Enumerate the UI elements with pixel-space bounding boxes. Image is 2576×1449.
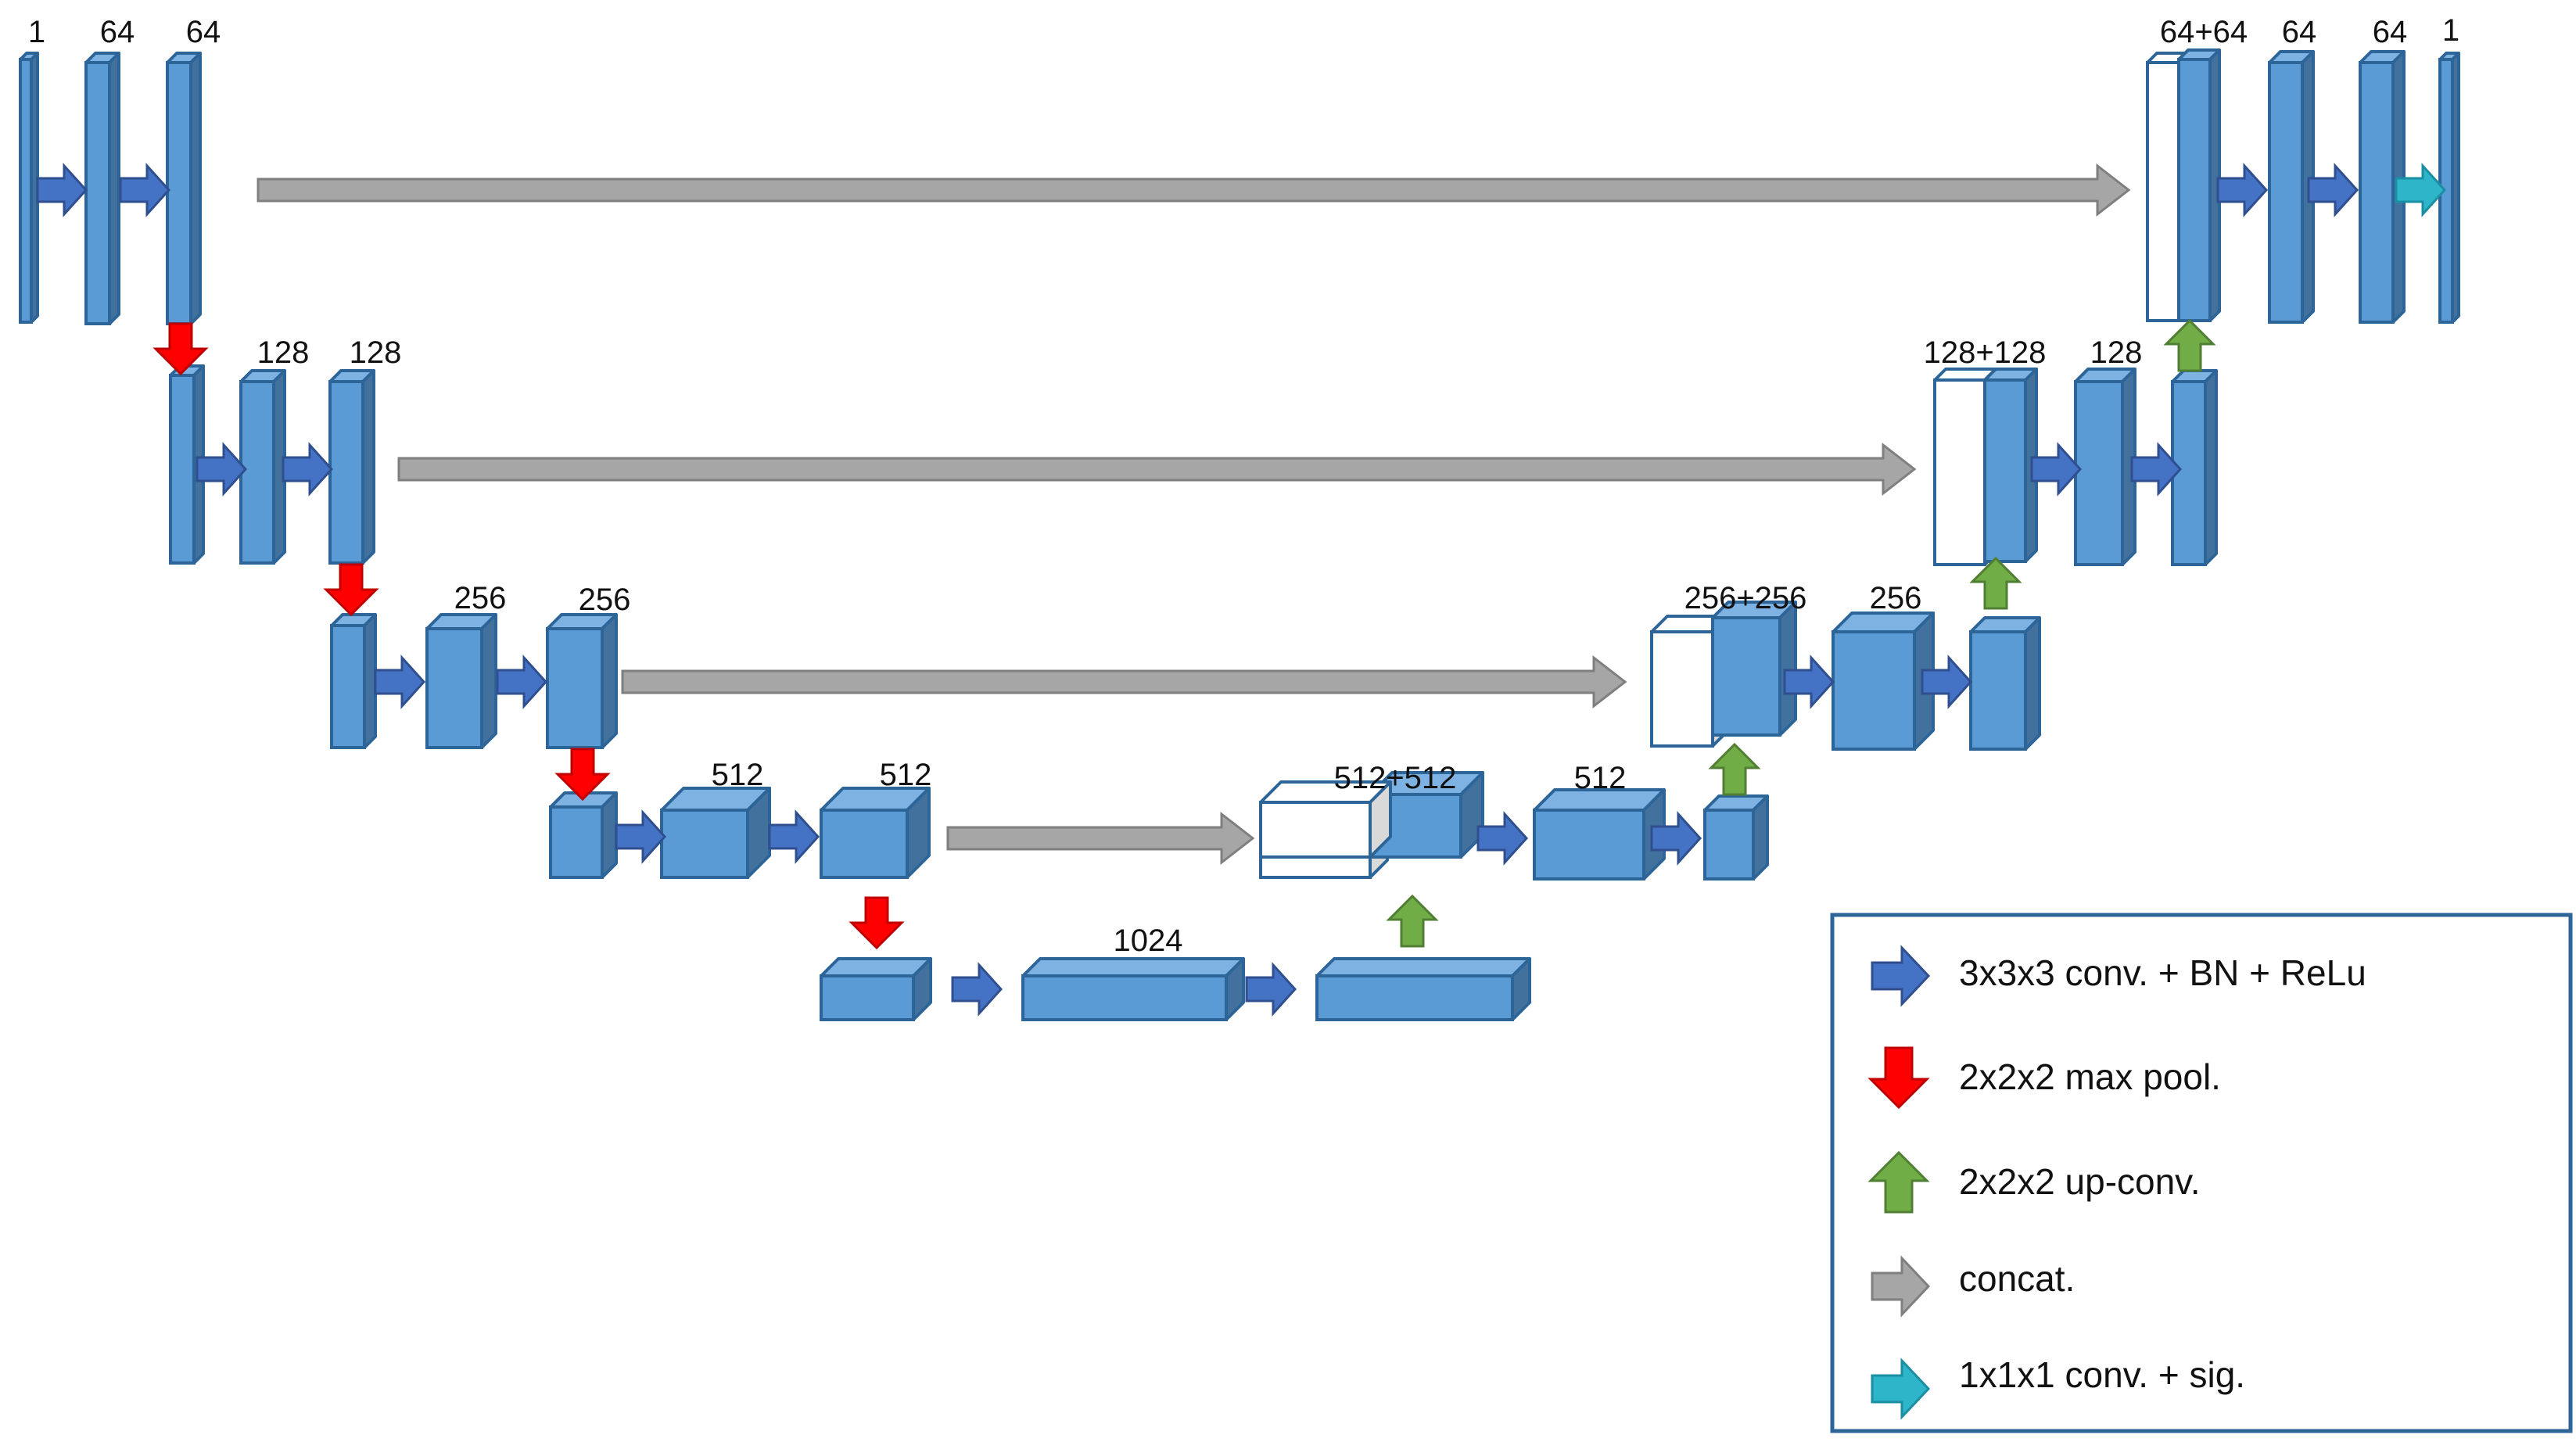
block-dec1-conv2 (2359, 50, 2406, 324)
conv-arrow-dec1-2 (2307, 163, 2359, 217)
concat-arrow-2 (397, 442, 1917, 497)
concat-arrow-3 (621, 655, 1627, 709)
label-enc4-a: 512 (712, 758, 764, 792)
block-enc4-conv1 (660, 787, 771, 879)
label-bottleneck: 1024 (1114, 924, 1183, 958)
label-dec2-cat: 128+128 (1924, 335, 2047, 370)
feature-blocks (19, 48, 2460, 1021)
block-dec2-conv2 (2171, 369, 2218, 566)
legend-item-concat: concat. (1959, 1258, 2075, 1299)
conv-arrow-dec2-1 (2030, 442, 2083, 497)
conv-arrow-dec3-1 (1783, 655, 1835, 709)
label-dec3-cat: 256+256 (1684, 581, 1807, 615)
block-enc3-pool (330, 613, 377, 749)
label-dec4-a: 512 (1574, 761, 1627, 795)
block-dec3-conv1 (1832, 612, 1935, 751)
conv-arrow-enc4-2 (768, 809, 820, 864)
final-conv-arrow-icon (1871, 1358, 1931, 1420)
block-enc1-conv1 (84, 52, 120, 325)
concat-arrow-1 (257, 163, 2131, 217)
upconv-arrow-4 (1386, 894, 1439, 948)
label-enc2-b: 128 (350, 335, 402, 370)
legend-item-final-conv: 1x1x1 conv. + sig. (1959, 1354, 2245, 1395)
legend-item-upconv: 2x2x2 up-conv. (1959, 1161, 2201, 1202)
conv-arrow-enc2-1 (196, 442, 248, 497)
upconv-arrow-icon (1867, 1150, 1930, 1214)
label-output: 1 (2442, 13, 2459, 48)
block-dec4-cat-hollow (1259, 780, 1392, 859)
conv-arrow-dec1-1 (2216, 163, 2269, 217)
conv-arrow-dec4-1 (1476, 811, 1529, 866)
label-enc1-in: 1 (28, 15, 45, 49)
legend-item-maxpool: 2x2x2 max pool. (1959, 1056, 2221, 1097)
maxpool-arrow-2 (323, 563, 379, 617)
maxpool-arrow-1 (152, 322, 209, 376)
conv-arrow-bn-1 (951, 962, 1003, 1017)
block-dec3-up (1711, 601, 1797, 737)
label-dec3-a: 256 (1870, 581, 1922, 615)
concat-arrow-4 (946, 811, 1255, 866)
label-dec1-cat: 64+64 (2160, 15, 2248, 49)
upconv-arrow-1 (2163, 318, 2216, 372)
label-enc2-a: 128 (257, 335, 310, 370)
concat-arrow-icon (1871, 1255, 1931, 1318)
block-enc1-input (19, 52, 39, 324)
legend: 3x3x3 conv. + BN + ReLu 2x2x2 max pool. … (1830, 913, 2573, 1433)
maxpool-arrow-icon (1867, 1046, 1930, 1110)
legend-icons (1867, 945, 1931, 1420)
final-conv-arrow (2395, 163, 2447, 217)
label-enc1-b: 64 (186, 15, 221, 49)
label-enc3-b: 256 (579, 583, 631, 617)
block-dec1-up (2177, 48, 2221, 322)
label-dec1-b: 64 (2373, 15, 2408, 49)
conv-arrow-enc4-1 (615, 809, 667, 864)
block-dec4-conv2 (1703, 794, 1769, 881)
channel-labels: 1 64 64 128 128 256 256 512 512 1024 512… (28, 13, 2459, 958)
label-dec2-a: 128 (2090, 335, 2143, 370)
conv-arrow-enc2-2 (282, 442, 334, 497)
block-output (2438, 52, 2460, 324)
label-enc3-a: 256 (454, 581, 507, 615)
block-enc3-conv2 (546, 613, 618, 749)
concat-arrows (257, 163, 2131, 866)
conv-arrow-enc3-1 (374, 655, 426, 709)
maxpool-arrow-3 (554, 748, 611, 802)
legend-item-conv: 3x3x3 conv. + BN + ReLu (1959, 952, 2366, 993)
block-enc2-conv1 (239, 369, 286, 565)
conv-arrow-enc1-2 (119, 163, 171, 217)
label-enc1-a: 64 (100, 15, 135, 49)
block-enc3-conv1 (425, 613, 497, 749)
block-dec1-conv1 (2268, 50, 2315, 324)
upconv-arrow-2 (1969, 556, 2022, 610)
block-dec3-conv2 (1969, 616, 2041, 751)
maxpool-arrow-4 (849, 896, 905, 950)
block-bottleneck-conv2 (1315, 957, 1531, 1021)
conv-arrow-enc1-1 (36, 163, 88, 217)
label-dec1-a: 64 (2282, 15, 2317, 49)
legend-box (1830, 913, 2573, 1433)
block-bottleneck-pool (820, 957, 932, 1021)
conv-arrow-dec3-2 (1921, 655, 1973, 709)
conv-arrow-dec2-2 (2130, 442, 2183, 497)
conv-arrow-bn-2 (1245, 962, 1297, 1017)
block-enc4-conv2 (820, 787, 931, 879)
block-dec2-up (1983, 368, 2038, 563)
upconv-arrow-3 (1708, 742, 1761, 796)
conv-arrow-enc3-2 (496, 655, 548, 709)
block-enc4-pool (549, 791, 618, 879)
operation-arrows (36, 163, 2447, 1017)
block-dec4-conv1 (1533, 788, 1666, 881)
block-bottleneck-conv1 (1021, 957, 1245, 1021)
label-enc4-b: 512 (880, 758, 932, 792)
block-enc2-conv2 (328, 369, 375, 565)
conv-arrow-dec4-2 (1650, 811, 1702, 866)
block-dec2-conv1 (2074, 368, 2137, 566)
block-enc1-conv2 (166, 52, 202, 325)
label-dec4-cat: 512+512 (1334, 761, 1457, 795)
conv-arrow-icon (1871, 945, 1931, 1007)
